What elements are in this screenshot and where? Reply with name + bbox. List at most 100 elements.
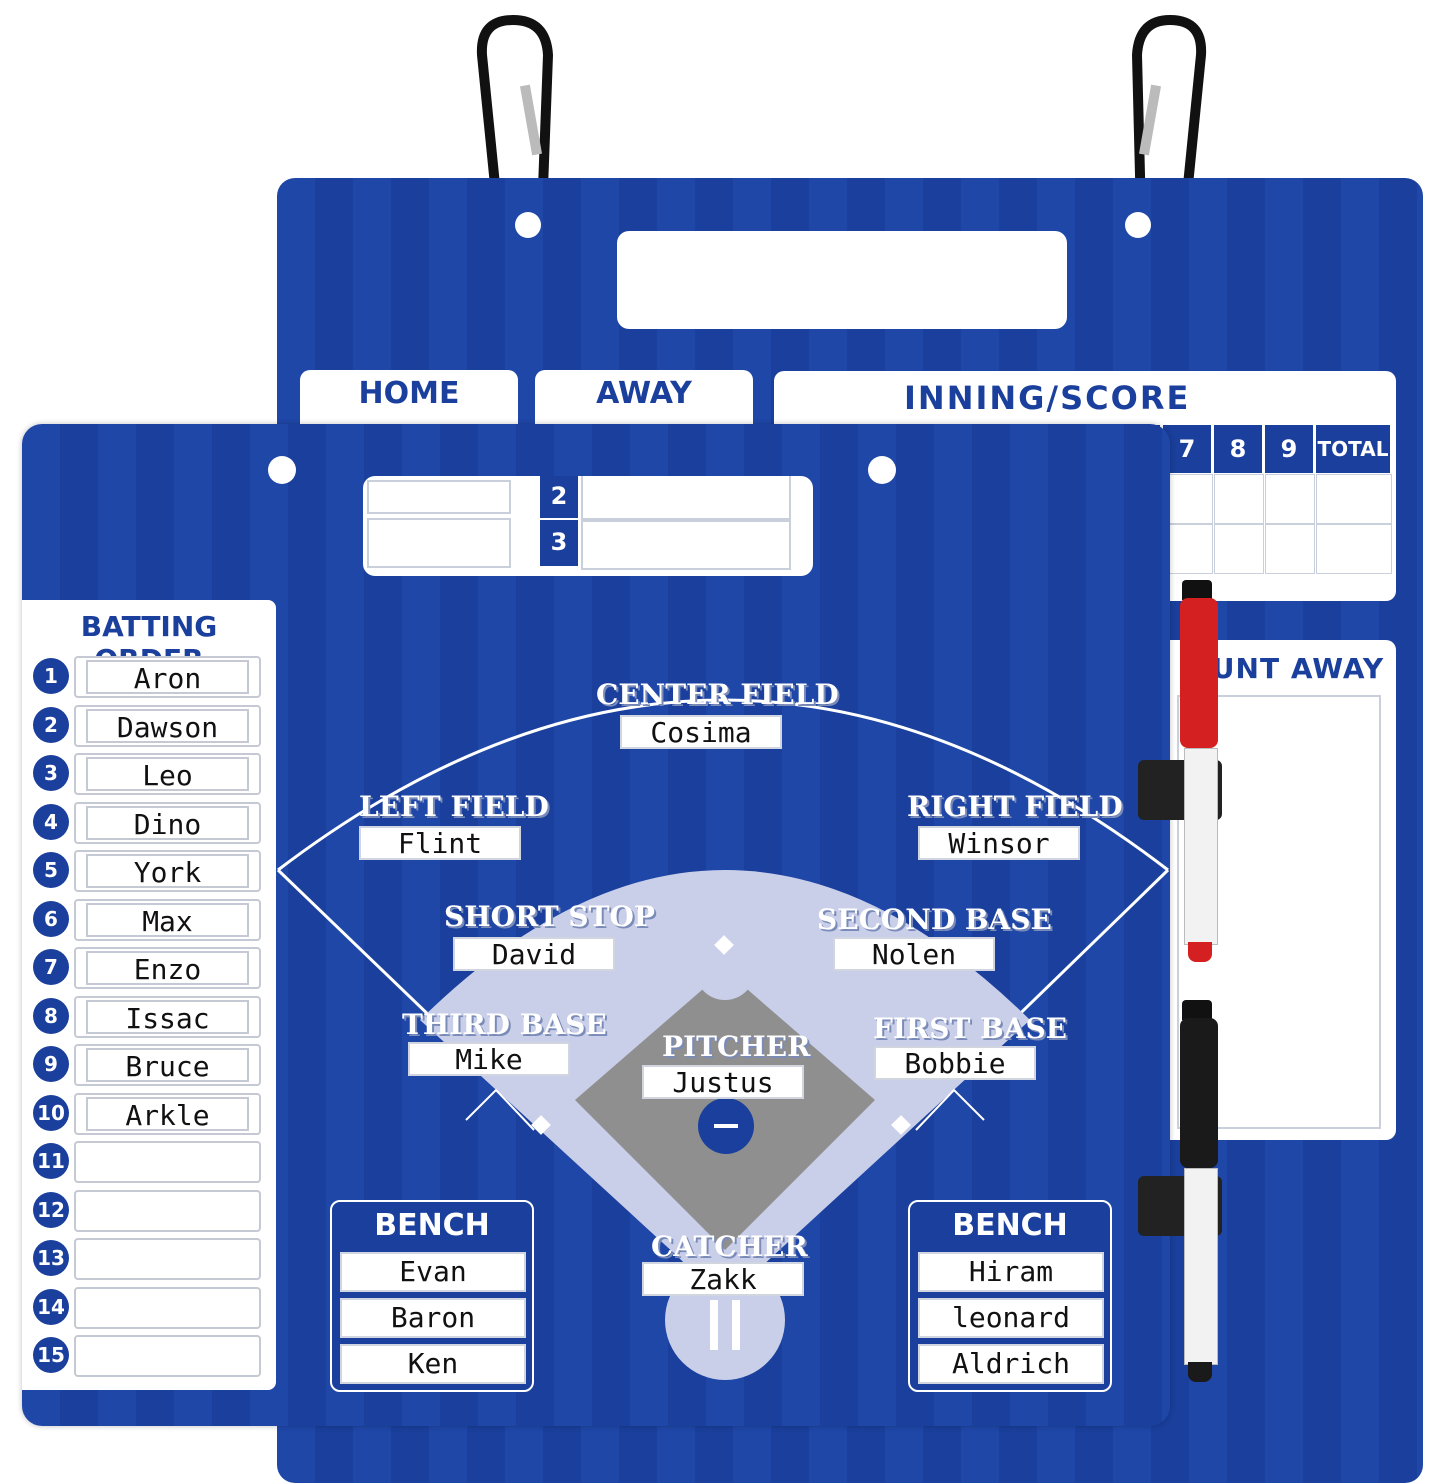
inning-header-8: 8 [1214, 425, 1264, 473]
back-handle-slot [617, 231, 1067, 329]
bench-right-panel: BENCH Hiram leonard Aldrich [908, 1200, 1112, 1392]
batting-order-slot[interactable] [74, 1189, 261, 1232]
right-field-name[interactable]: Winsor [918, 826, 1080, 860]
batting-order-slot[interactable] [74, 1286, 261, 1329]
batting-order-number: 10 [33, 1094, 69, 1131]
carabiner-right-icon[interactable] [1115, 15, 1215, 235]
bench-right-title: BENCH [952, 1208, 1068, 1243]
batting-order-slot[interactable]: York [74, 850, 261, 892]
eraser-minus-icon[interactable] [698, 1098, 754, 1154]
left-field-label: LEFT FIELD [359, 790, 549, 823]
bench-left-title: BENCH [374, 1208, 490, 1243]
score-cell[interactable] [1316, 524, 1392, 574]
inning-score-label: INNING/SCORE [904, 379, 1191, 417]
center-field-label: CENTER FIELD [596, 678, 839, 711]
batting-order-slot[interactable]: Max [74, 898, 261, 941]
batting-order-number: 7 [33, 949, 69, 985]
batting-order-slot[interactable]: Issac [74, 995, 261, 1038]
batting-order-number: 4 [33, 803, 69, 840]
short-stop-name[interactable]: David [453, 937, 615, 971]
left-field-name[interactable]: Flint [359, 826, 521, 860]
batting-order-name: Dawson [86, 708, 249, 744]
first-base-name[interactable]: Bobbie [874, 1046, 1036, 1080]
pitcher-label: PITCHER [662, 1030, 811, 1063]
bench-right-slot[interactable]: leonard [918, 1298, 1104, 1338]
batting-order-number: 5 [33, 852, 69, 888]
back-hole-right [1125, 212, 1151, 238]
back-hole-left [515, 212, 541, 238]
home-label: HOME [358, 376, 460, 411]
batting-order-number: 12 [33, 1191, 69, 1228]
batting-order-number: 8 [33, 997, 69, 1034]
batting-order-name [86, 1291, 249, 1325]
batting-order-slot[interactable]: Leo [74, 753, 261, 795]
score-cell[interactable] [1316, 474, 1392, 524]
batting-order-number: 13 [33, 1240, 69, 1276]
batting-order-slot[interactable]: Arkle [74, 1092, 261, 1135]
bench-right-slot[interactable]: Aldrich [918, 1344, 1104, 1384]
second-base-name[interactable]: Nolen [833, 937, 995, 971]
first-base-label: FIRST BASE [873, 1012, 1068, 1045]
away-row-3-number: 3 [550, 528, 568, 556]
batting-order-name: Arkle [86, 1096, 249, 1132]
batting-order-slot[interactable]: Bruce [74, 1044, 261, 1086]
bench-left-slot[interactable]: Evan [340, 1252, 526, 1292]
bench-left-slot[interactable]: Ken [340, 1344, 526, 1384]
score-cell[interactable] [1265, 474, 1315, 524]
black-marker-icon[interactable] [1176, 1000, 1222, 1386]
batting-order-slot[interactable] [74, 1141, 261, 1183]
away-label: AWAY [596, 376, 692, 411]
pitcher-name[interactable]: Justus [642, 1065, 804, 1099]
third-base-name[interactable]: Mike [408, 1042, 570, 1076]
front-hole-left [268, 456, 296, 484]
batting-order-name: Dino [86, 805, 249, 841]
inning-header-total: TOTAL [1316, 425, 1392, 473]
score-cell[interactable] [1163, 524, 1213, 574]
count-away-label: OUNT AWAY [1187, 652, 1385, 685]
score-cell[interactable] [1214, 524, 1264, 574]
inning-header-7: 7 [1163, 425, 1213, 473]
batting-order-slot[interactable]: Enzo [74, 947, 261, 989]
batting-order-name: Max [86, 902, 249, 938]
red-marker-icon[interactable] [1176, 580, 1222, 966]
score-cell[interactable] [1163, 474, 1213, 524]
batting-order-number: 15 [33, 1337, 69, 1373]
bench-right-slot[interactable]: Hiram [918, 1252, 1104, 1292]
score-cell[interactable] [1214, 474, 1264, 524]
carabiner-left-icon[interactable] [468, 15, 568, 235]
right-field-label: RIGHT FIELD [907, 790, 1123, 823]
batting-order-slot[interactable] [74, 1238, 261, 1280]
batting-order-number: 14 [33, 1288, 69, 1325]
short-stop-label: SHORT STOP [444, 900, 655, 933]
batting-order-name: Issac [86, 999, 249, 1035]
batting-order-slot[interactable]: Dino [74, 801, 261, 844]
batting-order-name [86, 1339, 249, 1373]
bench-left-panel: BENCH Evan Baron Ken [330, 1200, 534, 1392]
batting-order-name: York [86, 854, 249, 889]
batting-order-number: 9 [33, 1046, 69, 1082]
batting-order-number: 2 [33, 706, 69, 743]
batting-order-slot[interactable]: Dawson [74, 704, 261, 747]
second-base-label: SECOND BASE [817, 903, 1052, 936]
batting-order-name [86, 1242, 249, 1276]
bench-left-slot[interactable]: Baron [340, 1298, 526, 1338]
catcher-label: CATCHER [651, 1230, 808, 1263]
batting-order-name: Aron [86, 660, 249, 695]
batting-order-name [86, 1194, 249, 1228]
center-field-name[interactable]: Cosima [620, 715, 782, 749]
batting-order-name [86, 1145, 249, 1179]
batting-order-number: 11 [33, 1143, 69, 1179]
catcher-name[interactable]: Zakk [642, 1262, 804, 1296]
batting-order-slot[interactable]: Aron [74, 656, 261, 698]
front-hole-right [868, 456, 896, 484]
batting-order-name: Leo [86, 757, 249, 792]
batting-order-name: Bruce [86, 1048, 249, 1083]
front-handle-window: 2 3 [363, 476, 813, 576]
batting-order-number: 3 [33, 755, 69, 791]
score-cell[interactable] [1265, 524, 1315, 574]
count-away-area[interactable] [1177, 695, 1381, 1129]
inning-header-9: 9 [1265, 425, 1315, 473]
third-base-label: THIRD BASE [402, 1008, 607, 1041]
batting-order-slot[interactable] [74, 1335, 261, 1377]
batting-order-number: 6 [33, 900, 69, 937]
